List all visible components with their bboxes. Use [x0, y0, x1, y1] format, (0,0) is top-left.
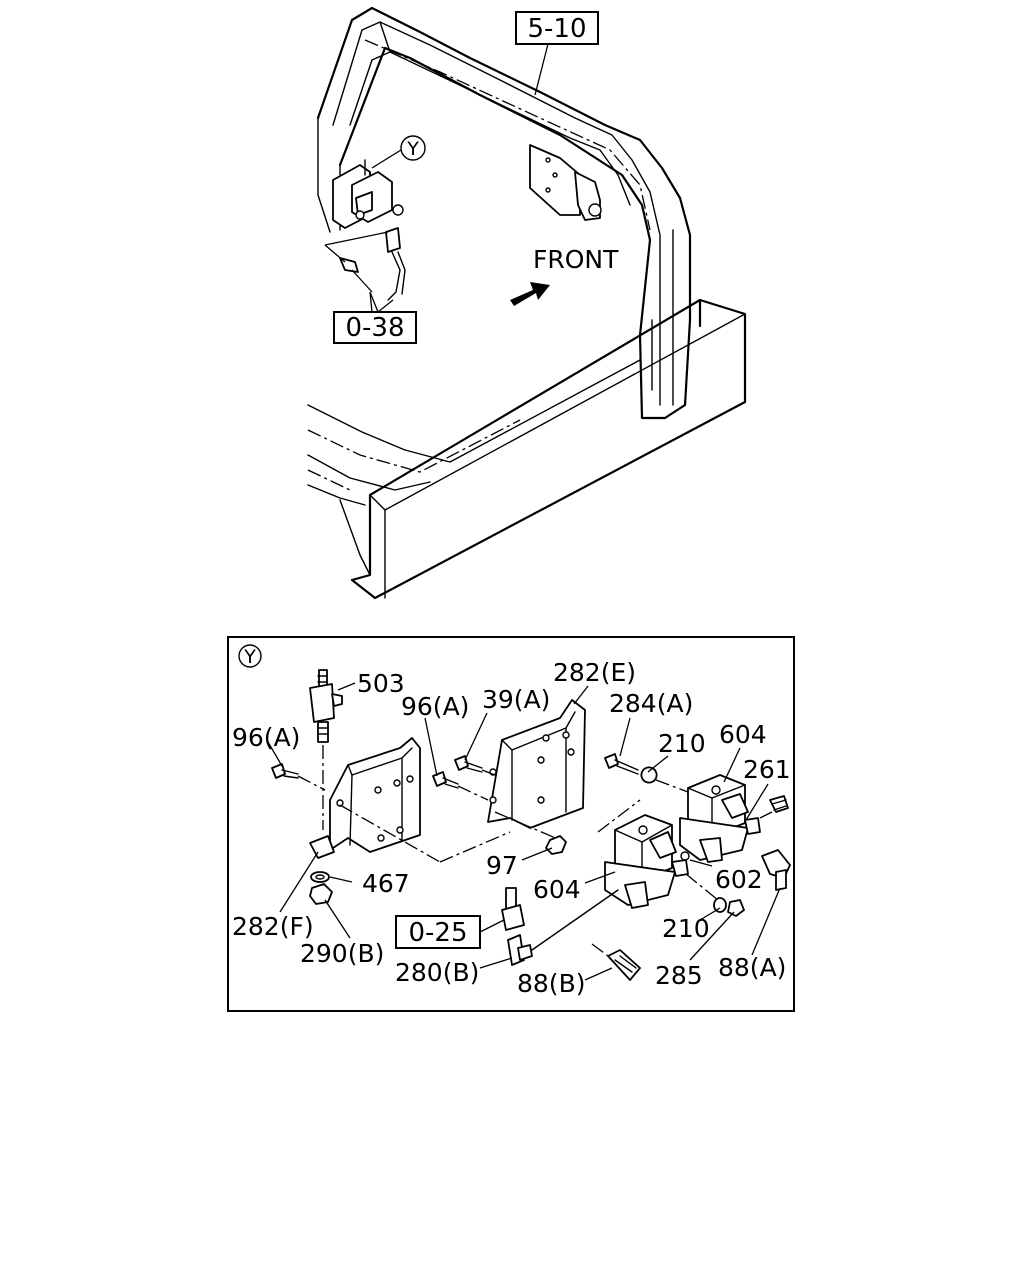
label-604-top: 604	[719, 720, 767, 749]
part-282e-bracket	[439, 699, 586, 863]
part-280b-elbow	[501, 887, 619, 966]
label-88b: 88(B)	[517, 969, 585, 998]
part-96a-bolts	[271, 763, 489, 801]
label-96a-mid: 96(A)	[401, 692, 469, 721]
label-284a: 284(A)	[609, 689, 693, 718]
ref-box-0-25: 0-25	[395, 915, 505, 949]
part-210-285-lower	[713, 897, 745, 917]
ref-box-5-10: 5-10	[515, 11, 599, 96]
valve-assembly-left	[324, 159, 406, 301]
ref-0-25: 0-25	[408, 918, 467, 948]
label-290b: 290(B)	[300, 939, 384, 968]
label-261: 261	[743, 755, 791, 784]
callout-y-overview: Y	[371, 135, 426, 169]
part-labels: 503 96(A) 96(A) 39(A) 282(E) 284(A) 210 …	[232, 658, 791, 998]
label-88a: 88(A)	[718, 953, 786, 982]
label-285: 285	[655, 961, 703, 990]
detail-frame	[227, 636, 795, 1012]
front-label: FRONT	[533, 245, 619, 274]
label-282e: 282(E)	[553, 658, 636, 687]
callout-y: Y	[406, 138, 419, 160]
cab-overview: FRONT 5-10 0-38 Y	[307, 6, 747, 600]
detail-y-panel: Y	[227, 636, 795, 1012]
label-467: 467	[362, 869, 410, 898]
part-290b-nut	[309, 883, 333, 905]
label-602: 602	[715, 865, 763, 894]
part-88a-fitting	[761, 849, 791, 891]
part-604-valve-upper	[679, 774, 761, 863]
front-direction: FRONT	[510, 245, 619, 306]
part-261-fitting	[759, 795, 789, 819]
label-210-top: 210	[658, 729, 706, 758]
leader-lines	[267, 682, 781, 981]
part-39a-bolt	[454, 755, 496, 776]
part-284a-bolt	[604, 753, 689, 793]
part-88b-fitting	[591, 943, 641, 981]
ref-box-0-38: 0-38	[333, 269, 417, 344]
part-282f-bracket	[309, 737, 441, 863]
part-97-nut	[545, 835, 567, 855]
label-96a-left: 96(A)	[232, 723, 300, 752]
label-282f: 282(F)	[232, 912, 314, 941]
part-604-valve-lower	[597, 799, 719, 909]
part-503-stud	[309, 669, 343, 830]
valve-assembly-right	[529, 144, 602, 221]
ref-5-10: 5-10	[527, 14, 586, 44]
ref-0-38: 0-38	[345, 313, 404, 343]
label-210-bot: 210	[662, 914, 710, 943]
chassis-frame	[307, 298, 747, 600]
label-280b: 280(B)	[395, 958, 479, 987]
label-39a: 39(A)	[482, 685, 550, 714]
label-97: 97	[486, 851, 518, 880]
label-503: 503	[357, 669, 405, 698]
label-604-mid: 604	[533, 875, 581, 904]
detail-callout-y: Y	[243, 646, 256, 668]
part-467-washer	[310, 871, 330, 883]
